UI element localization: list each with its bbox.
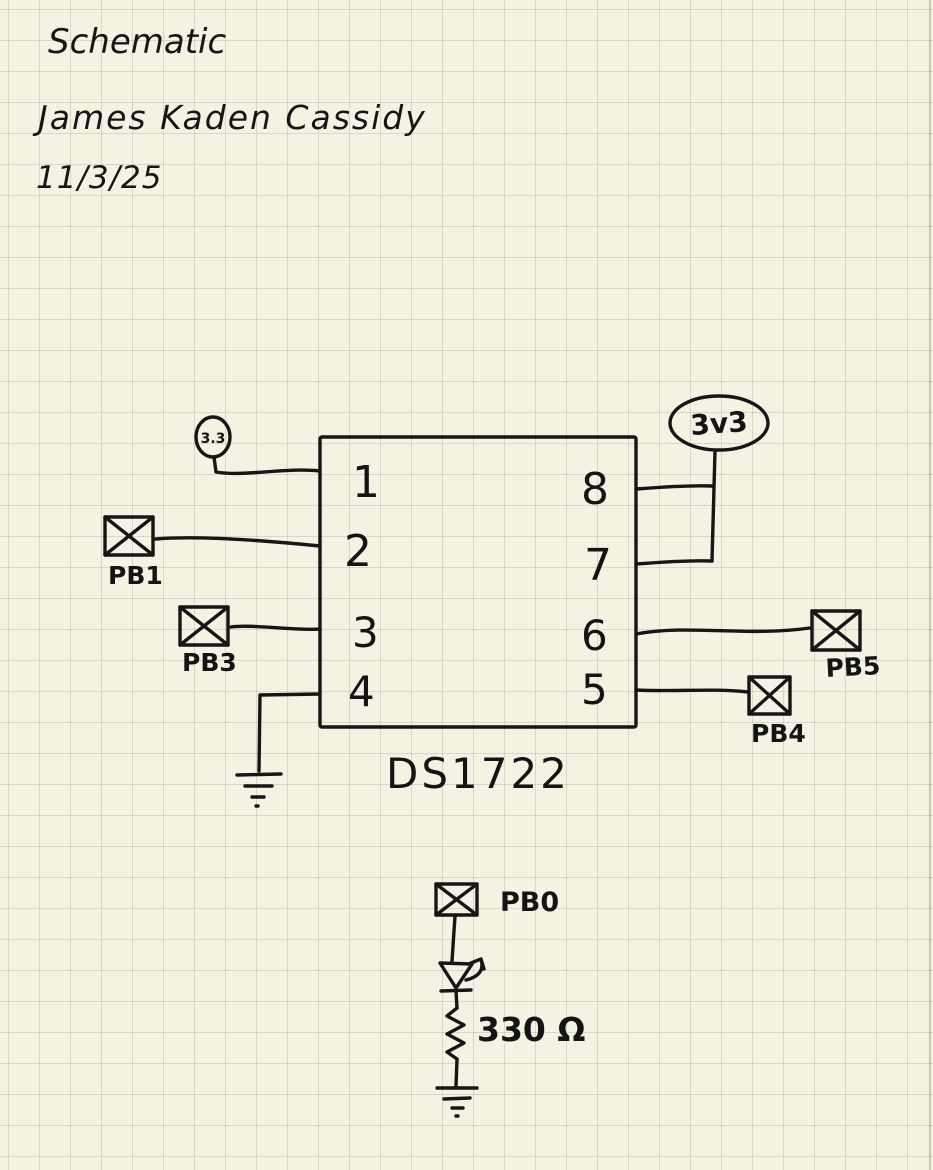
label-pb5: PB5 [825,651,881,683]
rail-bubble-icon [668,394,770,452]
page-title: Schematic [48,22,227,62]
label-pb1: PB1 [108,561,163,590]
wire-resistor-to-ground [454,1057,459,1088]
ic-body [318,435,638,729]
wire-pin5 [634,688,750,694]
terminal-pb4-icon [747,675,792,716]
label-pb4: PB4 [751,719,806,748]
terminal-pb0-icon [434,882,479,917]
resistor-value-label: 330 Ω [477,1010,585,1049]
wire-rail-vertical [710,449,717,563]
wire-pin7 [634,559,714,566]
wire-pin1 [212,455,322,476]
wire-pin6 [634,626,812,636]
wire-pin8 [634,484,714,491]
power-circle-label: 3.3 [201,431,226,447]
pin-label-2: 2 [344,526,372,577]
ground-symbol-bottom [435,1086,479,1118]
terminal-pb5-icon [810,609,862,652]
pin-label-3: 3 [352,608,379,657]
led-icon [438,957,486,993]
resistor-icon [445,1006,466,1061]
terminal-pb3-icon [178,605,230,647]
ic-name: DS1722 [386,749,570,798]
pin-label-5: 5 [581,665,608,714]
pin-label-7: 7 [584,540,612,591]
wire-pin3 [229,624,322,632]
label-pb0: PB0 [500,887,559,918]
terminal-pb1-icon [103,515,155,557]
pin-label-1: 1 [352,457,380,508]
power-circle-icon [194,415,232,459]
label-pb3: PB3 [182,648,237,677]
pin-label-6: 6 [581,611,608,660]
pin-label-4: 4 [348,667,375,716]
author-name: James Kaden Cassidy [38,98,427,137]
wire-led-to-resistor [454,989,459,1010]
wire-pin2 [154,536,322,548]
wire-pb0-to-led [450,914,457,963]
wire-pin4 [257,692,322,773]
rail-label: 3v3 [689,405,748,442]
date-label: 11/3/25 [36,160,163,196]
pin-label-8: 8 [581,464,609,515]
ground-symbol-left [235,772,283,808]
